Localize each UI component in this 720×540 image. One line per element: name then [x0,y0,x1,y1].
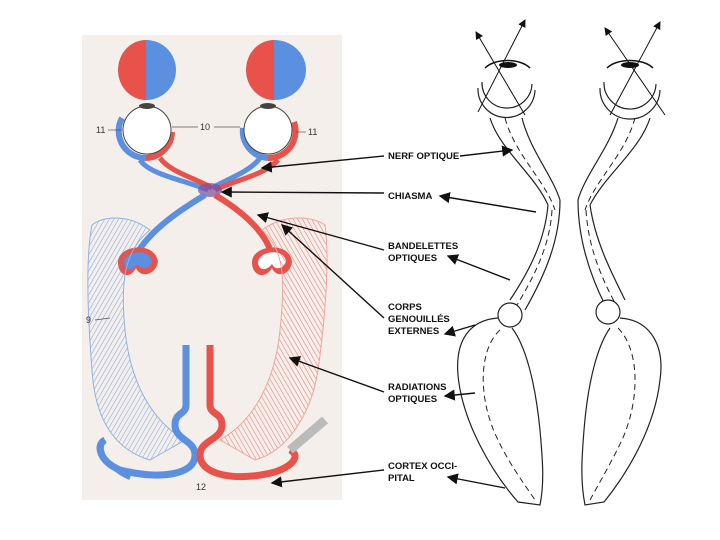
lgn-drawing-left [497,302,523,328]
label-corps-2: GENOUILLÉS [388,314,450,325]
line-drawing [457,19,666,506]
label-number-12: 12 [196,482,206,492]
label-cortex-2: PITAL [388,473,415,484]
occipital-cortex-left [96,345,199,480]
lgn-drawing-right [595,299,621,325]
occipital-cortex-right [196,345,328,481]
optic-radiation-right [218,217,328,461]
visual-field-left [118,40,176,100]
label-radiations-2: OPTIQUES [388,394,437,405]
hemisphere-drawing-right [581,317,662,506]
label-cortex-1: CORTEX OCCI- [388,461,457,472]
eyeball-drawing-left [477,59,536,119]
label-bandelettes-2: OPTIQUES [388,253,437,264]
chiasm-and-tracts-drawing [509,199,626,311]
label-number-9: 9 [86,315,91,325]
label-chiasma: CHIASMA [388,191,432,202]
label-number-11-left: 11 [96,125,105,135]
optic-radiation-left [87,217,187,461]
pointer-arrows [220,145,537,489]
visual-field-right [246,40,306,100]
eyeball-right [239,103,299,162]
label-nerf-optique: NERF OPTIQUE [388,151,459,162]
label-corps-3: EXTERNES [388,326,439,337]
label-number-10: 10 [200,122,210,132]
colored-illustration: 10 11 11 9 12 [82,35,342,500]
label-radiations-1: RADIATIONS [388,382,446,393]
labels: NERF OPTIQUE CHIASMA BANDELETTES OPTIQUE… [388,151,459,484]
eyeball-left [115,103,175,162]
eyeball-drawing-right [599,59,661,120]
hemisphere-drawing-left [457,317,544,506]
radiation-drawing-left [482,329,536,501]
optic-nerves-drawing [489,117,651,211]
label-number-11-right: 11 [308,127,317,137]
label-corps-1: CORPS [388,302,422,313]
radiation-drawing-right [589,327,636,501]
label-bandelettes-1: BANDELETTES [388,241,458,252]
